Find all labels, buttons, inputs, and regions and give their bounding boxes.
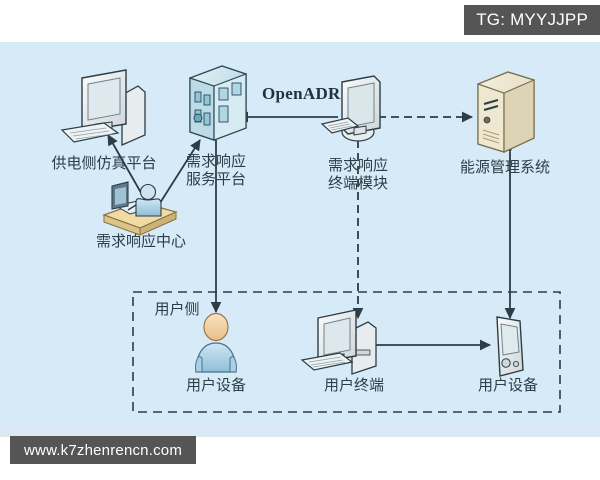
node-label-dr-service: 需求响应 服务平台 xyxy=(185,152,246,188)
group-box-label-user-side: 用户侧 xyxy=(154,300,200,318)
monitor-keyboard-icon xyxy=(320,75,381,142)
desktop-computer-icon xyxy=(60,69,146,146)
server-rack-icon xyxy=(189,65,247,141)
node-label-user-device-person: 用户设备 xyxy=(185,376,246,394)
node-label-dr-terminal: 需求响应 终端模块 xyxy=(327,156,388,192)
user-side-group-box xyxy=(132,291,561,413)
desktop-pc-icon xyxy=(300,309,377,375)
watermark-bottom-left: www.k7zhenrencn.com xyxy=(10,436,197,464)
protocol-label-openadr: OpenADR xyxy=(262,84,341,103)
operator-workstation-icon xyxy=(102,181,178,236)
node-label-user-terminal: 用户终端 xyxy=(323,376,384,394)
diagram-background-fade xyxy=(0,425,600,437)
pda-mobile-icon xyxy=(496,316,524,377)
node-label-energy-mgmt: 能源管理系统 xyxy=(459,158,550,176)
watermark-top-right: TG: MYYJJPP xyxy=(464,5,600,35)
node-label-supply-sim: 供电侧仿真平台 xyxy=(51,154,157,172)
person-icon xyxy=(195,312,237,373)
node-label-dr-center: 需求响应中心 xyxy=(95,232,186,250)
node-label-user-device-pda: 用户设备 xyxy=(477,376,538,394)
edge-dr-center-dr-service xyxy=(150,139,201,215)
tower-server-icon xyxy=(477,71,535,153)
